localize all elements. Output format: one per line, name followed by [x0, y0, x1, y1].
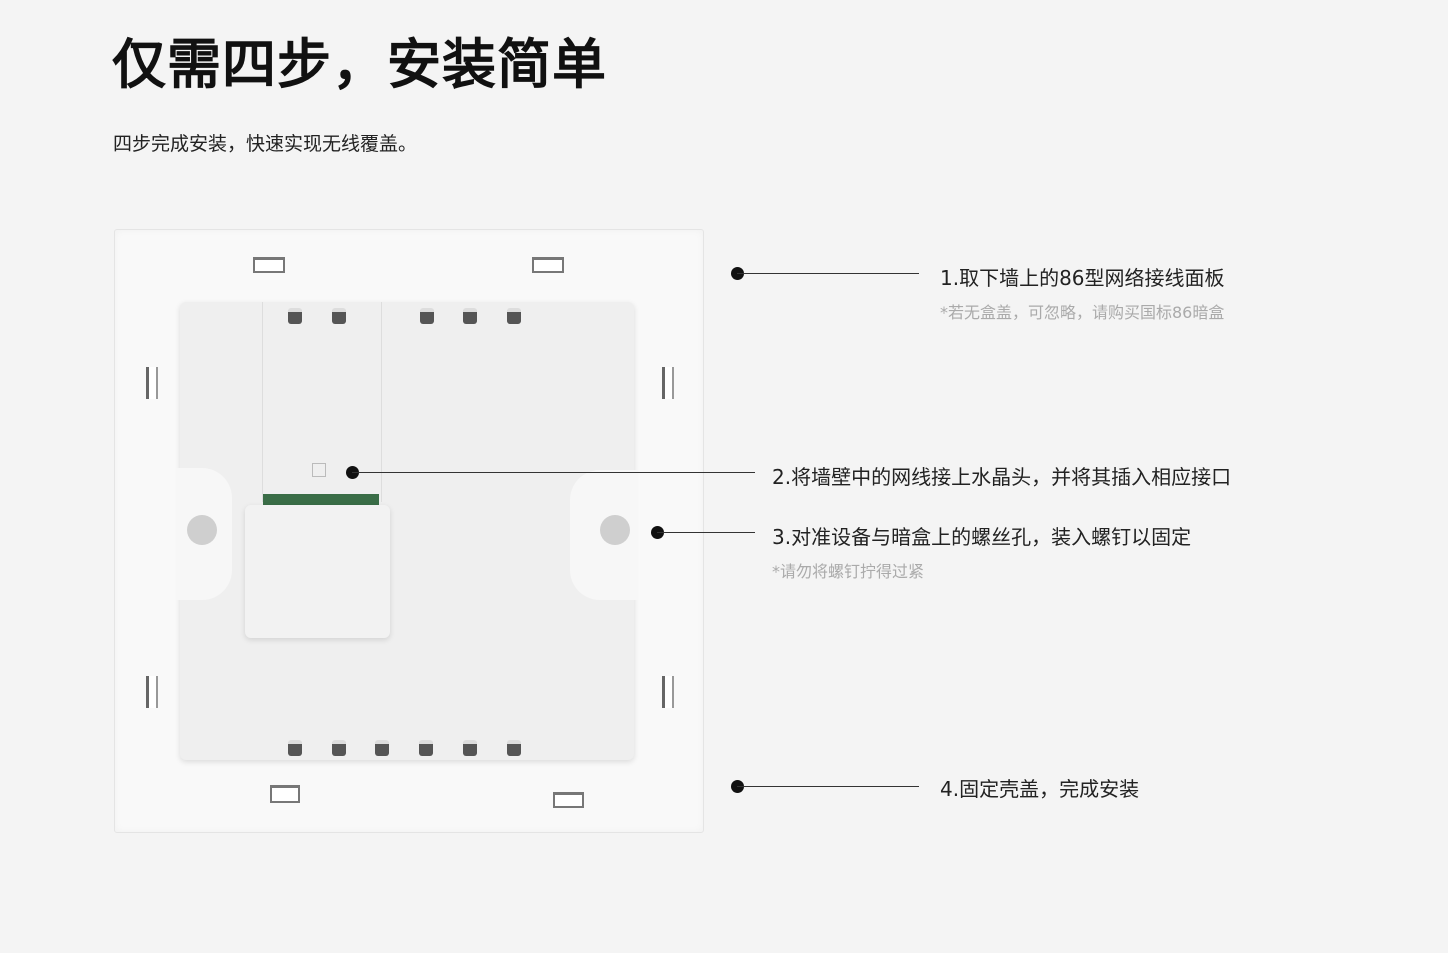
clip — [553, 792, 584, 808]
vent-slot — [419, 740, 433, 756]
clip — [253, 257, 285, 273]
vent-slot — [507, 308, 521, 324]
clip — [146, 676, 158, 708]
vent-slot — [420, 308, 434, 324]
center-column — [262, 302, 382, 502]
page-title: 仅需四步，安装简单 — [112, 33, 607, 96]
step-3-label: 3.对准设备与暗盒上的螺丝孔，装入螺钉以固定 — [772, 525, 1192, 549]
step-1-leader — [737, 273, 919, 274]
step-4-label: 4.固定壳盖，完成安装 — [940, 777, 1140, 801]
step-2-label: 2.将墙壁中的网线接上水晶头，并将其插入相应接口 — [772, 465, 1232, 489]
circuit-board — [263, 494, 379, 506]
step-1-note: *若无盒盖，可忽略，请购买国标86暗盒 — [940, 303, 1225, 322]
step-1-label: 1.取下墙上的86型网络接线面板 — [940, 266, 1225, 290]
vent-slot — [332, 308, 346, 324]
clip — [270, 785, 300, 803]
vent-slot — [463, 740, 477, 756]
clip — [146, 367, 158, 399]
step-4-leader — [737, 786, 919, 787]
screw-hole-right — [600, 515, 630, 545]
vent-slot — [375, 740, 389, 756]
page-subtitle: 四步完成安装，快速实现无线覆盖。 — [113, 133, 418, 155]
vent-slot — [288, 740, 302, 756]
clip — [662, 676, 674, 708]
vent-slot — [463, 308, 477, 324]
screw-hole-left — [187, 515, 217, 545]
rj45-connector-block — [245, 505, 390, 638]
step-3-leader — [657, 532, 755, 533]
clip — [532, 257, 564, 273]
port-icon — [312, 463, 326, 477]
step-3-note: *请勿将螺钉拧得过紧 — [772, 562, 925, 581]
clip — [662, 367, 674, 399]
vent-slot — [332, 740, 346, 756]
vent-slot — [288, 308, 302, 324]
step-2-leader — [352, 472, 755, 473]
vent-slot — [507, 740, 521, 756]
